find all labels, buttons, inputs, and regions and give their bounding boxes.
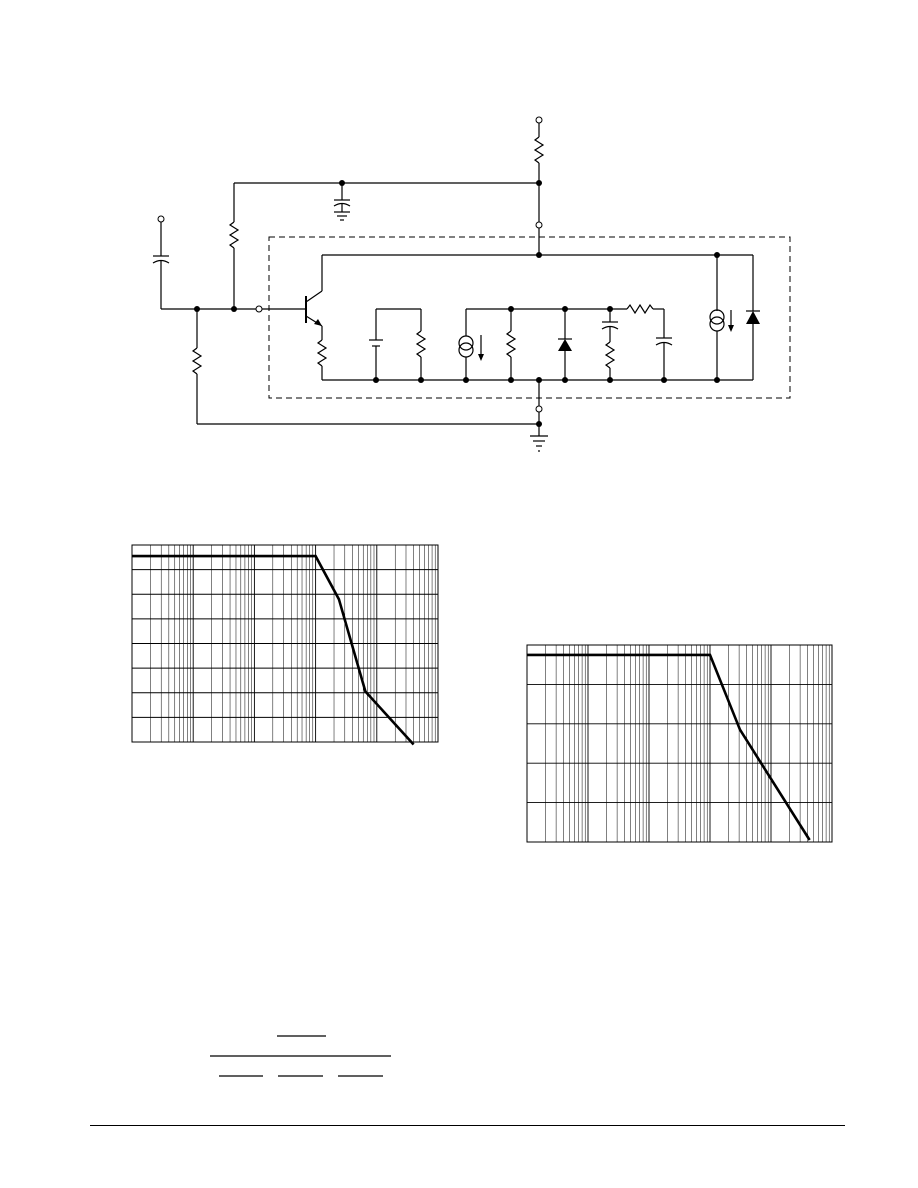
resistor-icon bbox=[505, 330, 517, 358]
terminal-icon bbox=[535, 221, 543, 229]
current-source-icon bbox=[458, 335, 484, 361]
input-terminal bbox=[157, 215, 165, 256]
series-line bbox=[132, 554, 415, 746]
response-chart-left bbox=[131, 544, 439, 746]
resistor-icon bbox=[415, 330, 427, 358]
chart-grid bbox=[526, 645, 832, 842]
resistor-icon bbox=[533, 136, 545, 164]
circuit-schematic bbox=[152, 116, 791, 452]
plot-area bbox=[526, 644, 833, 843]
diode-icon bbox=[746, 310, 760, 324]
equation bbox=[210, 1035, 391, 1077]
transistor-icon bbox=[305, 290, 323, 327]
battery-icon bbox=[369, 339, 383, 347]
terminal-icon bbox=[535, 405, 543, 413]
current-source-icon bbox=[709, 309, 734, 332]
diode-icon bbox=[558, 338, 572, 351]
capacitor-icon bbox=[152, 255, 170, 309]
capacitor-icon bbox=[601, 321, 619, 330]
ground-icon bbox=[334, 211, 350, 221]
ground-icon bbox=[530, 435, 548, 452]
resistor-icon bbox=[191, 347, 203, 375]
chart-grid bbox=[131, 545, 438, 742]
resistor-icon bbox=[316, 339, 328, 367]
supply-terminal bbox=[535, 116, 543, 137]
capacitor-icon bbox=[333, 183, 351, 212]
package-boundary bbox=[268, 236, 791, 399]
plot-area bbox=[131, 544, 439, 743]
terminal-icon bbox=[255, 305, 263, 313]
resistor-icon bbox=[604, 341, 616, 369]
series-line bbox=[527, 653, 811, 841]
resistor-icon bbox=[626, 303, 654, 315]
resistor-icon bbox=[228, 221, 240, 249]
response-chart-right bbox=[526, 644, 833, 843]
capacitor-icon bbox=[655, 337, 673, 346]
footer-rule bbox=[90, 1125, 845, 1126]
